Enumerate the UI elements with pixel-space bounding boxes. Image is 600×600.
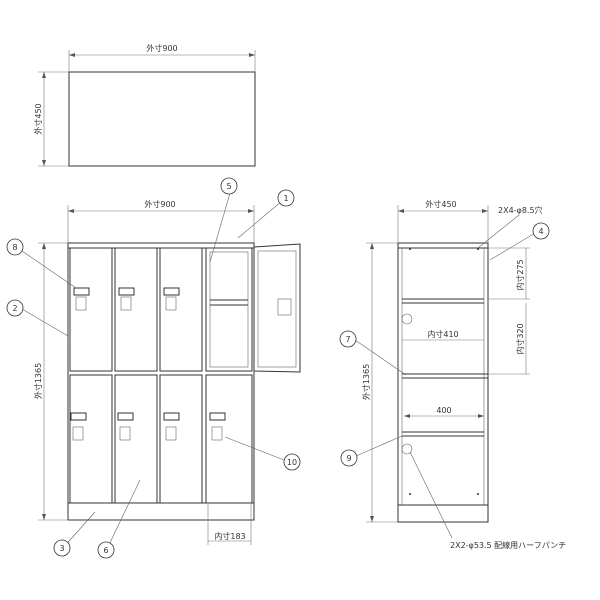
callout-2: 2 <box>6 299 24 317</box>
front-view: 外寸900 外寸1365 内寸183 <box>21 192 301 550</box>
callout-2-label: 2 <box>12 304 17 313</box>
callout-10-label: 10 <box>287 458 297 467</box>
callout-6-label: 6 <box>103 546 108 555</box>
callout-8: 8 <box>6 238 24 256</box>
front-height-label: 外寸1365 <box>33 363 43 399</box>
hole-note: 2X4-φ8.5穴 <box>498 205 543 215</box>
side-depth-label: 外寸450 <box>425 199 456 209</box>
callout-5-label: 5 <box>226 182 231 191</box>
top-view: 外寸900 外寸450 <box>33 43 256 167</box>
callout-3: 3 <box>53 539 71 557</box>
callout-7-label: 7 <box>345 335 350 344</box>
punch-note: 2X2-φ53.5 配線用ハーフパンチ <box>450 540 566 550</box>
side-height-label: 外寸1365 <box>361 364 371 400</box>
callout-9: 9 <box>340 449 358 467</box>
front-width-label: 外寸900 <box>144 199 175 209</box>
shelf-width-label: 400 <box>436 406 451 415</box>
top-depth-label: 外寸450 <box>33 103 43 134</box>
callout-1-label: 1 <box>283 194 288 203</box>
callout-4-label: 4 <box>538 227 543 236</box>
callout-8-label: 8 <box>12 243 17 252</box>
callout-1: 1 <box>277 189 295 207</box>
side-view: 外寸450 2X4-φ8.5穴 外寸1365 内寸275 内寸320 内寸410… <box>354 199 566 550</box>
inner-height-lower-label: 内寸320 <box>515 323 525 354</box>
top-width-label: 外寸900 <box>146 43 177 53</box>
door-inner-width-label: 内寸183 <box>214 531 245 541</box>
callout-6: 6 <box>97 541 115 559</box>
callout-10: 10 <box>283 453 301 471</box>
callout-9-label: 9 <box>346 454 351 463</box>
callout-5: 5 <box>220 177 238 195</box>
callout-3-label: 3 <box>59 544 64 553</box>
callout-4: 4 <box>532 222 550 240</box>
inner-height-upper-label: 内寸275 <box>515 259 525 290</box>
inner-width-label: 内寸410 <box>427 329 458 339</box>
callout-7: 7 <box>339 330 357 348</box>
